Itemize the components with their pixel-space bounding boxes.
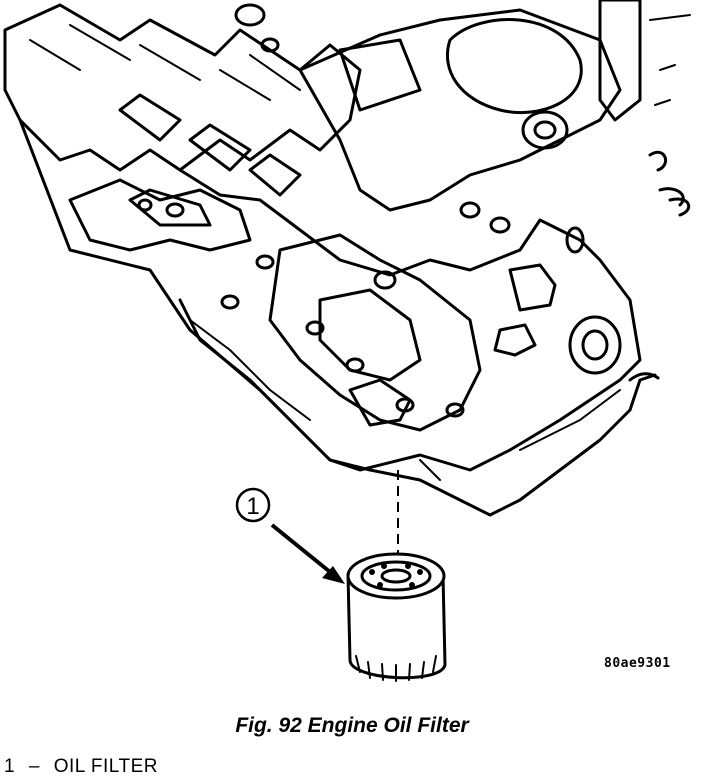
engine-block-illustration: [3, 0, 691, 517]
callout-arrowhead: [322, 566, 345, 584]
callout-1: 1: [235, 487, 345, 584]
figure-caption: Fig. 92 Engine Oil Filter: [235, 714, 469, 737]
figure-code: 80ae9301: [604, 656, 671, 671]
legend-item: 1 – OIL FILTER: [4, 756, 158, 778]
callout-number: 1: [246, 493, 259, 520]
legend-number: 1: [4, 756, 16, 777]
legend-label: OIL FILTER: [53, 756, 158, 777]
legend-dash: –: [28, 756, 40, 777]
engine-oil-filter-diagram: 1: [3, 0, 691, 682]
oil-filter-illustration: [346, 552, 447, 682]
